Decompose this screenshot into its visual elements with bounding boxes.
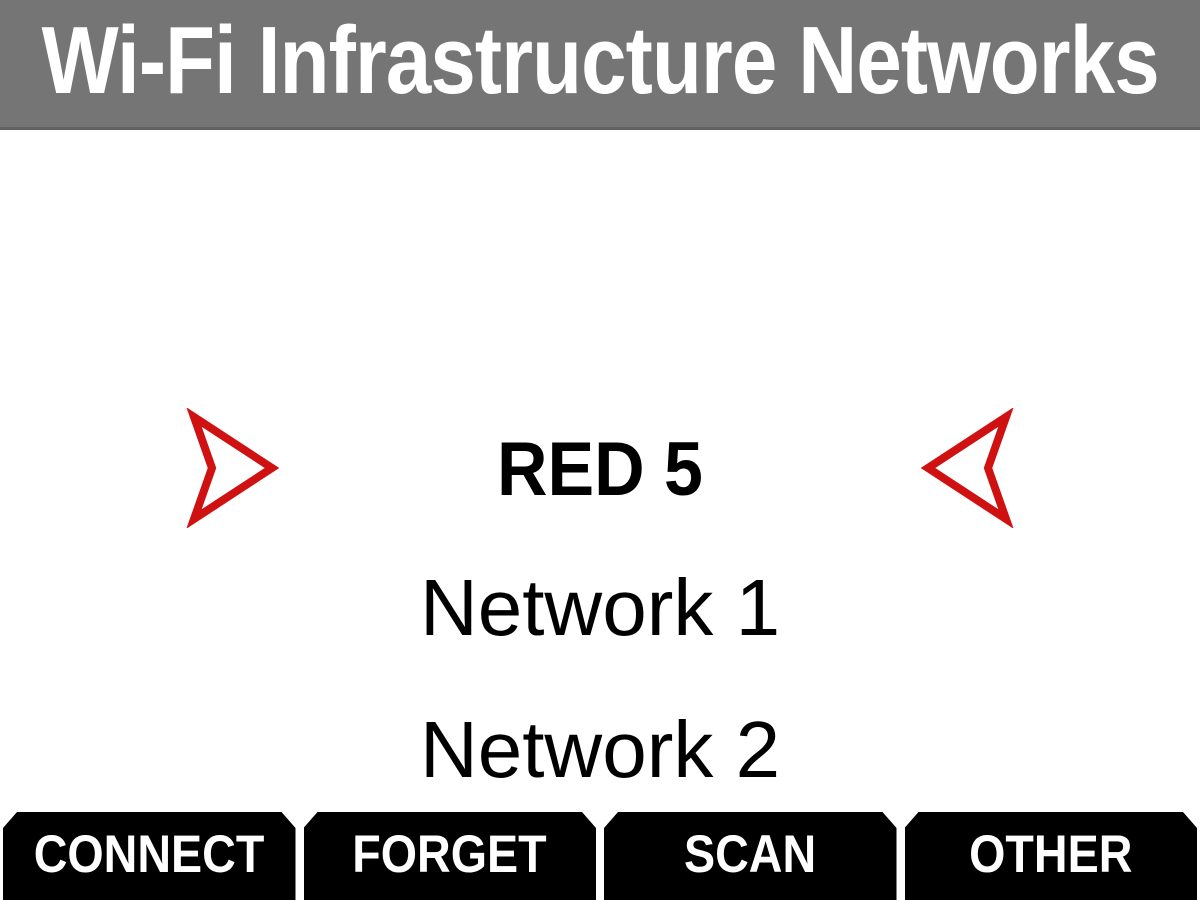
action-bar: CONNECT FORGET SCAN OTHER bbox=[0, 812, 1200, 900]
page-title: Wi-Fi Infrastructure Networks bbox=[41, 6, 1159, 114]
arrow-right-icon bbox=[180, 408, 280, 528]
arrow-left-icon bbox=[920, 408, 1020, 528]
other-button[interactable]: OTHER bbox=[905, 812, 1198, 900]
connect-button[interactable]: CONNECT bbox=[3, 812, 296, 900]
connect-button-label: CONNECT bbox=[33, 824, 265, 884]
scan-button-label: SCAN bbox=[684, 824, 817, 884]
network-item-selected[interactable]: RED 5 bbox=[0, 404, 1200, 534]
forget-button-label: FORGET bbox=[352, 824, 547, 884]
app-header: Wi-Fi Infrastructure Networks bbox=[0, 0, 1200, 130]
network-label: Network 2 bbox=[419, 704, 781, 794]
selected-network-label: RED 5 bbox=[497, 426, 703, 512]
forget-button[interactable]: FORGET bbox=[304, 812, 597, 900]
scan-button[interactable]: SCAN bbox=[604, 812, 897, 900]
other-button-label: OTHER bbox=[969, 824, 1133, 884]
network-item[interactable]: Network 2 bbox=[0, 687, 1200, 812]
network-item[interactable]: Network 1 bbox=[0, 545, 1200, 670]
network-label: Network 1 bbox=[419, 562, 781, 652]
